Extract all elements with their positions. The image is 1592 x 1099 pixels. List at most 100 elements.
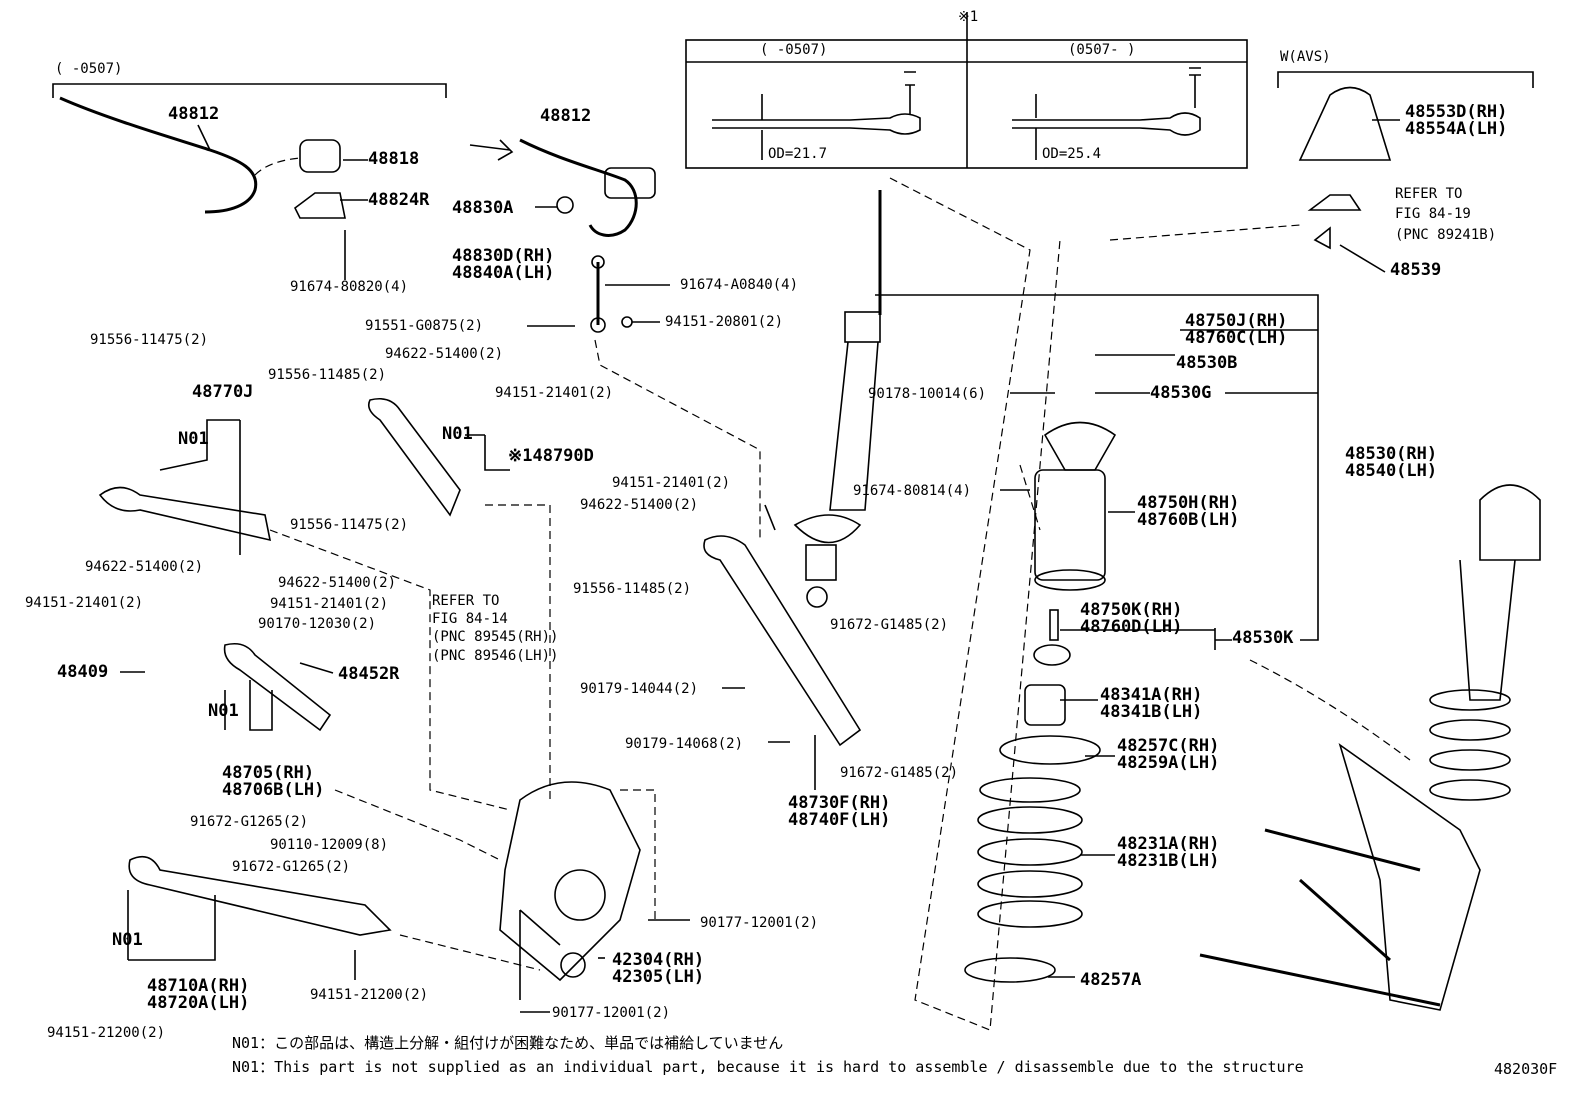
part-90177-12001-b[interactable]: 90177-12001(2) (552, 1005, 671, 1021)
part-48341b-lh: 48341B(LH) (1100, 702, 1203, 722)
od-label-left: OD=21.7 (768, 146, 828, 162)
part-48341a-48341b[interactable]: 48341A(RH) 48341B(LH) (1100, 687, 1202, 721)
part-94151-21401-a[interactable]: 94151-21401(2) (495, 385, 614, 401)
part-48710a-48720a[interactable]: 48710A(RH) 48720A(LH) (147, 978, 249, 1012)
part-48231a-48231b[interactable]: 48231A(RH) 48231B(LH) (1117, 836, 1219, 870)
part-48257c-48259a[interactable]: 48257C(RH) 48259A(LH) (1117, 738, 1219, 772)
part-48705-48706b[interactable]: 48705(RH) 48706B(LH) (222, 765, 324, 799)
part-91674-80814[interactable]: 91674-80814(4) (853, 483, 972, 499)
n01-label-d: N01 (112, 930, 143, 950)
part-91674-80820[interactable]: 91674-80820(4) (290, 279, 409, 295)
part-48705-rh: 48705(RH) (222, 763, 315, 783)
part-94622-51400-c[interactable]: 94622-51400(2) (278, 575, 397, 591)
ref-mark: ※1 (958, 9, 979, 25)
part-94151-21401-b[interactable]: 94151-21401(2) (25, 595, 144, 611)
part-94151-21401-c[interactable]: 94151-21401(2) (270, 596, 389, 612)
part-48830a[interactable]: 48830A (452, 198, 514, 218)
part-91674-a0840[interactable]: 91674-A0840(4) (680, 277, 799, 293)
part-48830d-rh: 48830D(RH) (452, 246, 555, 266)
part-48830d-48840a[interactable]: 48830D(RH) 48840A(LH) (452, 248, 554, 282)
part-48812-left[interactable]: 48812 (168, 104, 220, 124)
refer-fig-84-14-line1: REFER TO (432, 593, 500, 609)
inset-range-left: ( -0507) (760, 42, 828, 58)
part-48530-48540[interactable]: 48530(RH) 48540(LH) (1345, 446, 1437, 480)
part-91672-g1265-a[interactable]: 91672-G1265(2) (190, 814, 309, 830)
part-48760b-lh: 48760B(LH) (1137, 510, 1240, 530)
part-90179-14044[interactable]: 90179-14044(2) (580, 681, 699, 697)
part-91672-g1485-a[interactable]: 91672-G1485(2) (830, 617, 949, 633)
bushing-48818 (604, 167, 656, 199)
part-48790d[interactable]: ※148790D (508, 446, 594, 466)
part-94151-21200-a[interactable]: 94151-21200(2) (310, 987, 429, 1003)
avs-label: W(AVS) (1280, 49, 1331, 65)
part-48824r[interactable]: 48824R (368, 190, 430, 210)
part-94622-51400-a[interactable]: 94622-51400(2) (385, 346, 504, 362)
part-48554a-lh: 48554A(LH) (1405, 119, 1508, 139)
part-48530b[interactable]: 48530B (1176, 353, 1238, 373)
refer-fig-84-14-line3: (PNC 89545(RH)) (432, 629, 559, 646)
part-48553d-48554a[interactable]: 48553D(RH) 48554A(LH) (1405, 104, 1507, 138)
part-91672-g1265-b[interactable]: 91672-G1265(2) (232, 859, 351, 875)
part-94151-20801[interactable]: 94151-20801(2) (665, 314, 784, 330)
part-48257a[interactable]: 48257A (1080, 970, 1142, 990)
part-90177-12001-a[interactable]: 90177-12001(2) (700, 915, 819, 931)
figure-code: 482030F (1494, 1060, 1558, 1078)
range-label-left: ( -0507) (55, 61, 123, 77)
refer-fig-84-19[interactable]: REFER TO FIG 84-19 (PNC 89241B) (1395, 184, 1496, 245)
refer-fig-84-14-line4: (PNC 89546(LH)) (432, 647, 559, 664)
part-42304-rh: 42304(RH) (612, 950, 705, 970)
part-48840a-lh: 48840A(LH) (452, 263, 555, 283)
part-94151-21200-b[interactable]: 94151-21200(2) (47, 1025, 166, 1041)
part-90178-10014[interactable]: 90178-10014(6) (868, 386, 987, 402)
part-48530g[interactable]: 48530G (1150, 383, 1212, 403)
stabilizer-bar-48812-left (59, 96, 258, 214)
part-94622-51400-b[interactable]: 94622-51400(2) (85, 559, 204, 575)
part-42304-42305[interactable]: 42304(RH) 42305(LH) (612, 952, 704, 986)
bump-stopper-48341a (1024, 684, 1066, 726)
assembly-spring (1429, 689, 1511, 801)
spring-seat-48257c (999, 735, 1101, 765)
part-94151-21401-d[interactable]: 94151-21401(2) (612, 475, 731, 491)
part-48539[interactable]: 48539 (1390, 260, 1442, 280)
part-48553d-rh: 48553D(RH) (1405, 102, 1508, 122)
coil-spring-48231a (977, 777, 1083, 928)
part-48259a-lh: 48259A(LH) (1117, 753, 1220, 773)
upper-mount-48750h (1043, 421, 1117, 471)
part-48760d-lh: 48760D(LH) (1080, 617, 1183, 637)
stabilizer-bar-48812-right (519, 138, 638, 237)
part-48750h-48760b[interactable]: 48750H(RH) 48760B(LH) (1137, 495, 1239, 529)
part-90110-12009[interactable]: 90110-12009(8) (270, 837, 389, 853)
part-91556-11485-b[interactable]: 91556-11485(2) (573, 581, 692, 597)
part-48770j[interactable]: 48770J (192, 382, 254, 402)
shock-lower (805, 544, 837, 581)
part-48750k-48760d[interactable]: 48750K(RH) 48760D(LH) (1080, 602, 1182, 636)
part-48818[interactable]: 48818 (368, 149, 420, 169)
part-48341a-rh: 48341A(RH) (1100, 685, 1203, 705)
part-90179-14068[interactable]: 90179-14068(2) (625, 736, 744, 752)
part-48409[interactable]: 48409 (57, 662, 109, 682)
arm-48790d (367, 397, 461, 517)
part-48750j-48760c[interactable]: 48750J(RH) 48760C(LH) (1185, 313, 1287, 347)
refer-fig-84-19-line3: (PNC 89241B) (1395, 226, 1497, 243)
part-91556-11485-a[interactable]: 91556-11485(2) (268, 367, 387, 383)
range-bracket-left (52, 83, 447, 98)
assembly-shock (1459, 559, 1516, 701)
part-42305-lh: 42305(LH) (612, 967, 705, 987)
part-48730f-48740f[interactable]: 48730F(RH) 48740F(LH) (788, 795, 890, 829)
inset-range-right: (0507- ) (1068, 42, 1136, 58)
part-90170-12030[interactable]: 90170-12030(2) (258, 616, 377, 632)
part-94622-51400-d[interactable]: 94622-51400(2) (580, 497, 699, 513)
refer-fig-84-14[interactable]: REFER TO FIG 84-14 (PNC 89545(RH)) (PNC … (432, 592, 558, 665)
part-48530k[interactable]: 48530K (1232, 628, 1294, 648)
lower-insulator-48257a (964, 957, 1056, 983)
tie-rod-right (1012, 112, 1201, 136)
part-48710a-rh: 48710A(RH) (147, 976, 250, 996)
part-91672-g1485-b[interactable]: 91672-G1485(2) (840, 765, 959, 781)
n01-label-b: N01 (442, 424, 473, 444)
part-48812-right[interactable]: 48812 (540, 106, 592, 126)
part-91551-g0875[interactable]: 91551-G0875(2) (365, 318, 484, 334)
part-91556-11475-b[interactable]: 91556-11475(2) (290, 517, 409, 533)
part-91556-11475-a[interactable]: 91556-11475(2) (90, 332, 209, 348)
part-48452r[interactable]: 48452R (338, 664, 400, 684)
